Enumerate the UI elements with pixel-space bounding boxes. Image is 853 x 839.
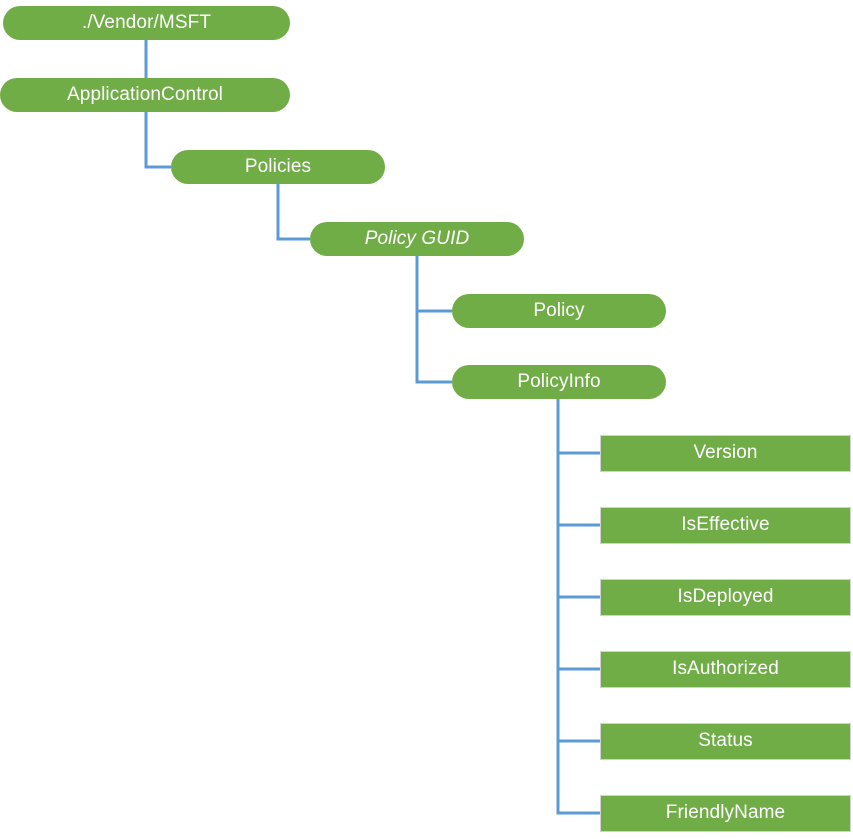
node-status[interactable]: Status (600, 723, 851, 760)
connector-policies-to-policyguid (276, 184, 310, 241)
connector-policyinfo-to-isauthorized (556, 399, 600, 671)
node-version[interactable]: Version (600, 435, 851, 472)
connector-policyguid-to-policyinfo (415, 256, 452, 384)
connector-policyinfo-to-version (556, 399, 600, 455)
node-friendly-name[interactable]: FriendlyName (600, 795, 851, 832)
connector-policyinfo-to-iseffective (556, 399, 600, 527)
node-is-deployed[interactable]: IsDeployed (600, 579, 851, 616)
connector-policyinfo-to-friendlyname (556, 399, 600, 815)
node-is-authorized[interactable]: IsAuthorized (600, 651, 851, 688)
node-application-control[interactable]: ApplicationControl (0, 78, 290, 112)
connector-policyinfo-to-isdeployed (556, 399, 600, 599)
connector-appcontrol-to-policies (144, 112, 171, 169)
node-is-effective[interactable]: IsEffective (600, 507, 851, 544)
node-vendor-msft[interactable]: ./Vendor/MSFT (3, 6, 290, 40)
node-policy-info[interactable]: PolicyInfo (452, 365, 666, 399)
connector-policyinfo-to-status (556, 399, 600, 743)
connector-policyguid-to-policy (415, 256, 452, 313)
node-policy[interactable]: Policy (452, 294, 666, 328)
node-policy-guid[interactable]: Policy GUID (310, 222, 524, 256)
node-policies[interactable]: Policies (171, 150, 385, 184)
